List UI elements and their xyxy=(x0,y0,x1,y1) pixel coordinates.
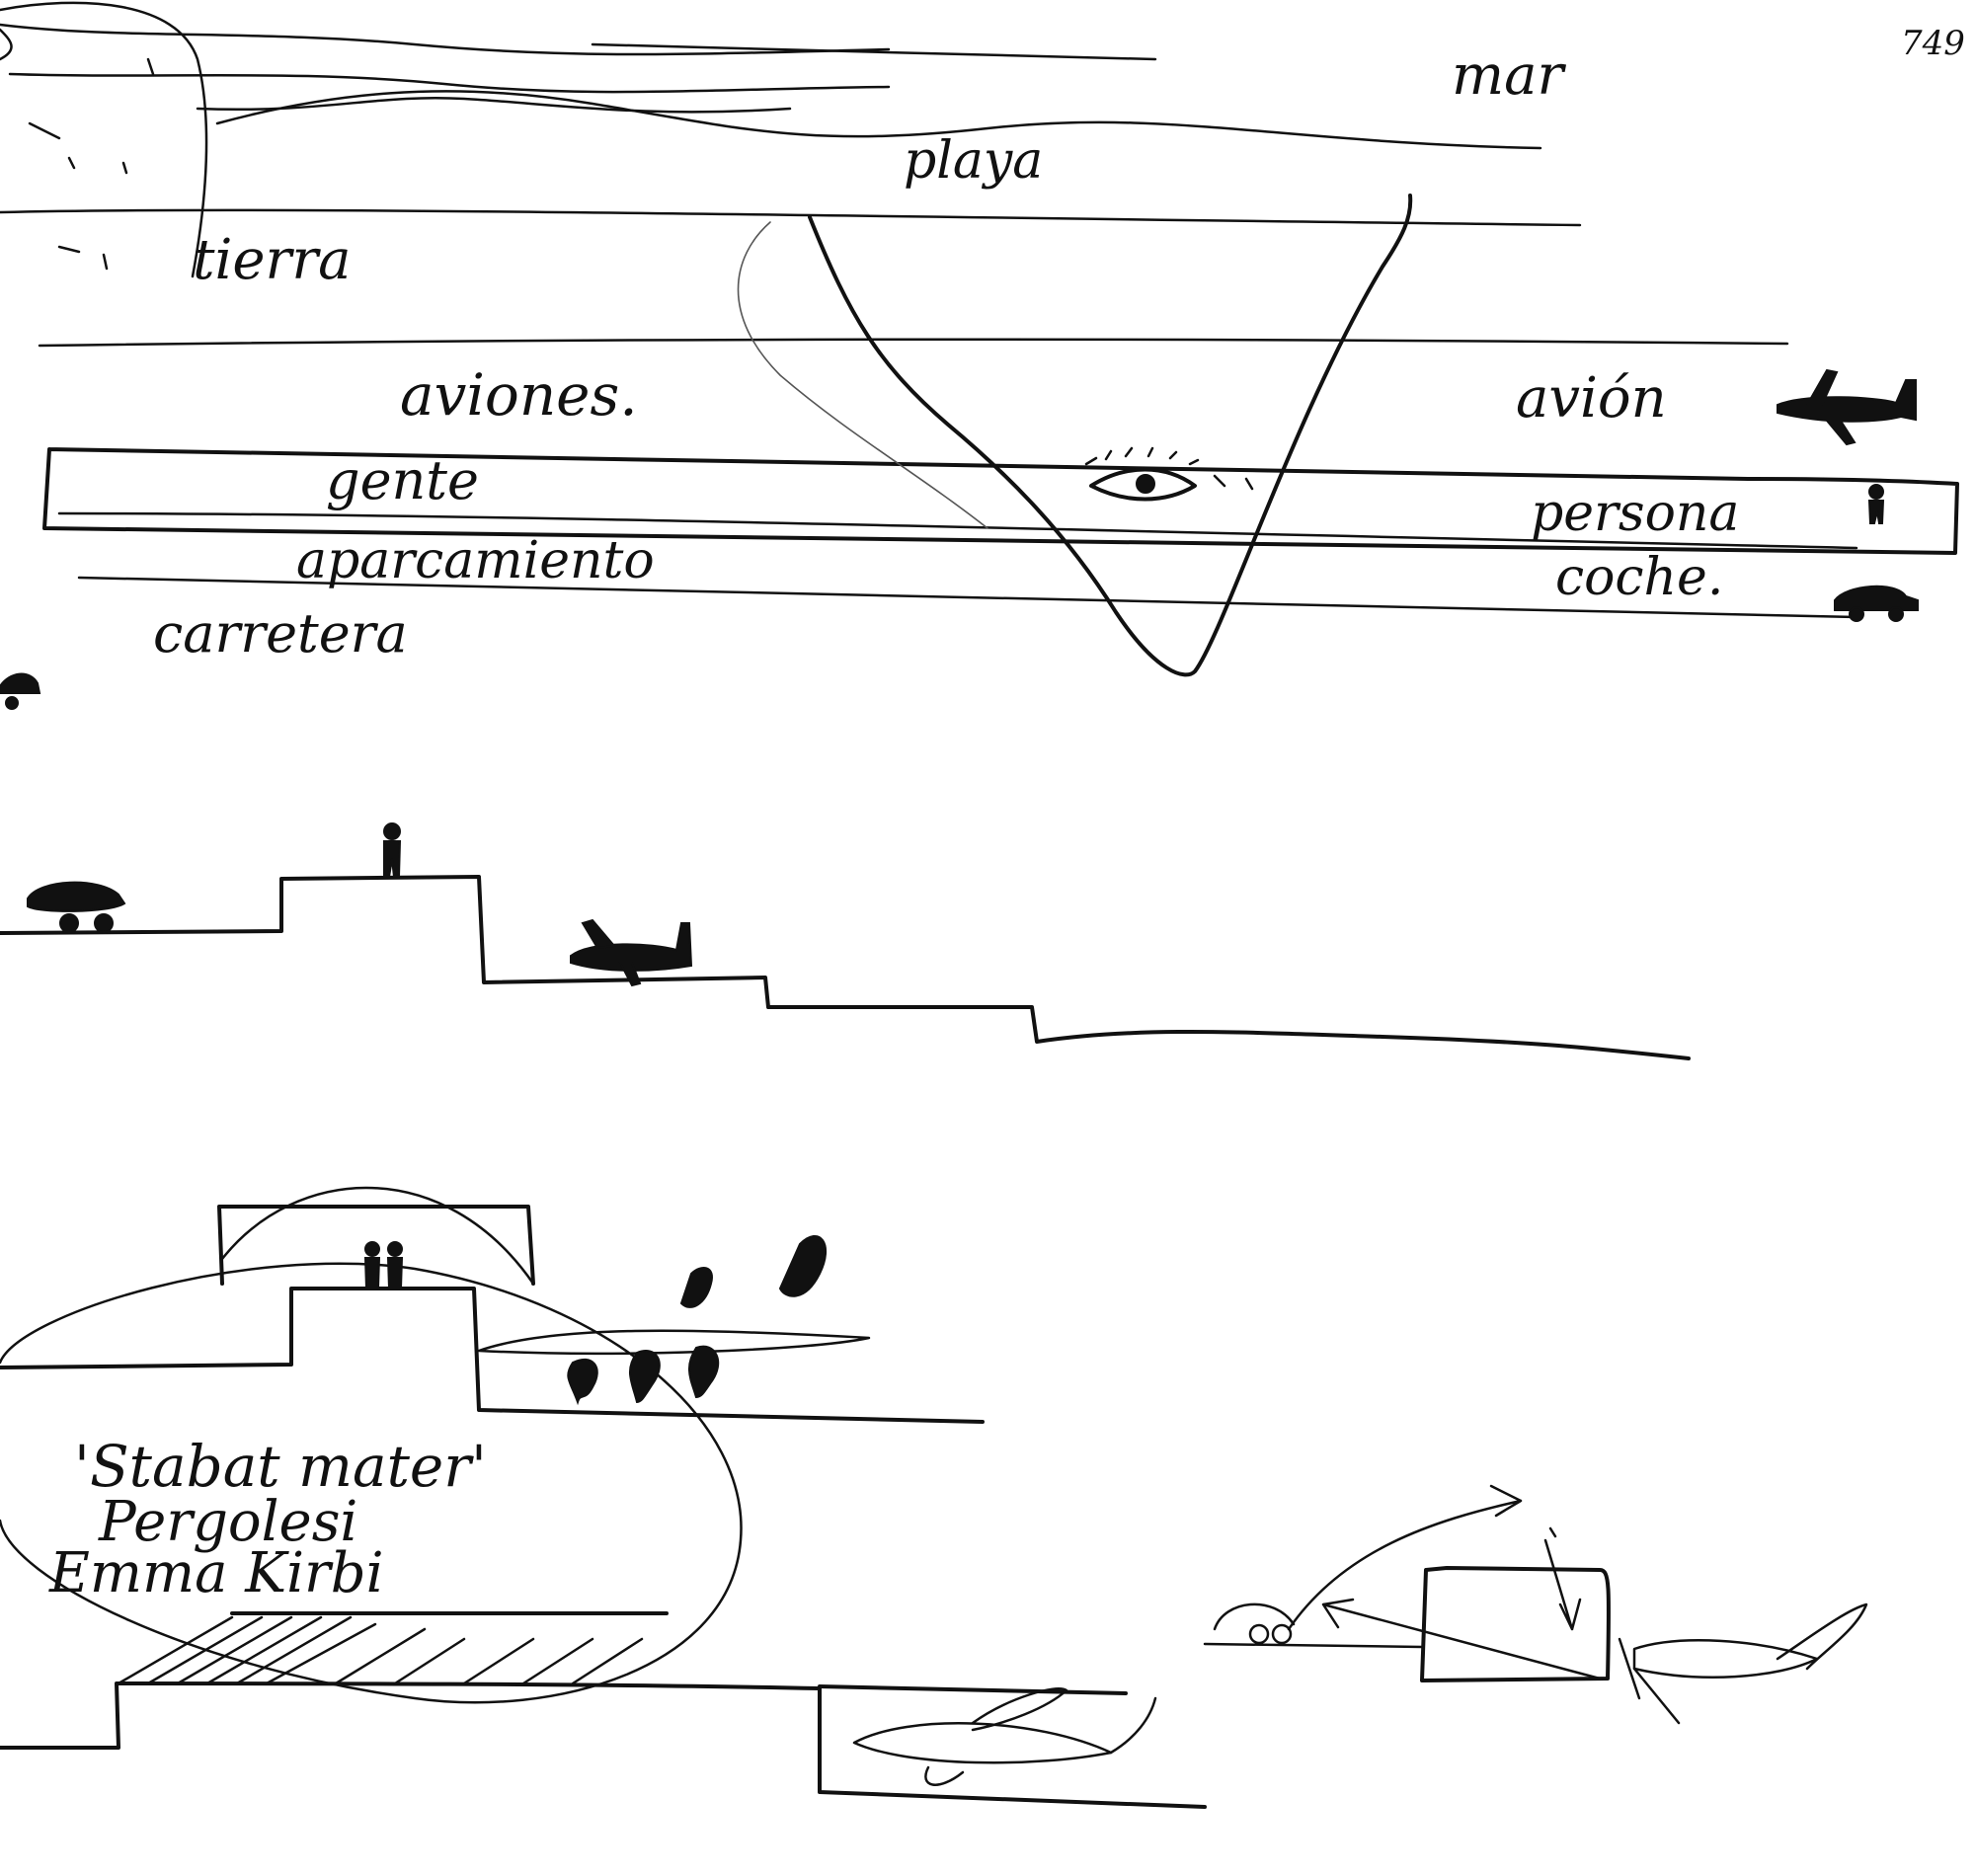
persona-band xyxy=(42,447,1959,555)
sea-line-1 xyxy=(0,23,891,56)
note-title: 'Stabat mater' xyxy=(74,1433,487,1500)
pavilion-arc xyxy=(220,1186,535,1286)
label-persona: persona xyxy=(1531,484,1739,543)
label-tierra: tierra xyxy=(193,228,351,292)
airplane-icon xyxy=(1777,368,1917,446)
section-transfer xyxy=(1203,1484,1868,1725)
ground-right-step xyxy=(818,1684,1128,1695)
section-profile xyxy=(0,822,1691,1060)
arrow-to-car xyxy=(1321,1598,1602,1681)
mark-4 xyxy=(121,161,128,175)
sea-line-4 xyxy=(196,96,792,114)
mark-5 xyxy=(57,245,81,254)
note-composer: Pergolesi xyxy=(98,1490,357,1554)
mark-6 xyxy=(102,253,109,271)
label-coche: coche. xyxy=(1555,548,1723,607)
car-icon xyxy=(1834,585,1919,622)
section-stabat xyxy=(0,1186,1207,1809)
car-icon xyxy=(1213,1602,1296,1645)
terrain-profile xyxy=(0,875,1691,1060)
note-performer: Emma Kirbi xyxy=(48,1541,384,1605)
ground-profile xyxy=(0,1681,1207,1809)
airplane-icon xyxy=(570,918,693,987)
tierra-line xyxy=(0,208,1582,227)
sea-line-5 xyxy=(215,90,1542,150)
label-carretera: carretera xyxy=(153,602,408,664)
label-playa: playa xyxy=(904,131,1043,191)
label-aparcamiento: aparcamiento xyxy=(296,531,655,590)
sea-line-2 xyxy=(591,42,1157,61)
view-cone xyxy=(808,194,1413,677)
down-arrow xyxy=(1543,1538,1582,1631)
figures-group xyxy=(567,1234,828,1406)
mark-2 xyxy=(28,121,61,140)
concert-ellipse xyxy=(0,1262,743,1704)
airplane-icon xyxy=(1618,1602,1868,1725)
pavilion-frame xyxy=(217,1205,535,1286)
aparcamiento-line xyxy=(57,511,1858,550)
arc-arrow xyxy=(1287,1484,1523,1631)
airplane-icon xyxy=(852,1687,1157,1786)
mark-3 xyxy=(67,156,76,170)
page-number: 749 xyxy=(1901,24,1965,63)
view-cone-ghost xyxy=(737,221,988,529)
aviones-line xyxy=(38,338,1789,348)
ground-line-right xyxy=(1203,1642,1424,1649)
terminal-box xyxy=(1420,1566,1612,1682)
coast-hook xyxy=(0,28,13,61)
eye-icon xyxy=(1084,446,1254,502)
sea-line-3 xyxy=(8,72,891,94)
label-aviones: aviones. xyxy=(400,361,638,429)
person-icon xyxy=(383,822,402,878)
label-mar: mar xyxy=(1452,43,1566,108)
car-icon xyxy=(0,672,41,710)
mark-1 xyxy=(146,57,155,76)
floor-hatch xyxy=(117,1615,644,1685)
person-icon xyxy=(363,1241,404,1290)
label-avion: avión xyxy=(1516,366,1667,430)
rear-dash xyxy=(1548,1526,1557,1538)
person-icon xyxy=(1867,484,1885,524)
label-gente: gente xyxy=(326,449,479,511)
car-icon xyxy=(27,881,126,933)
stage-lid xyxy=(477,1329,871,1355)
coast-line xyxy=(0,1,208,278)
stage-profile xyxy=(0,1287,985,1424)
